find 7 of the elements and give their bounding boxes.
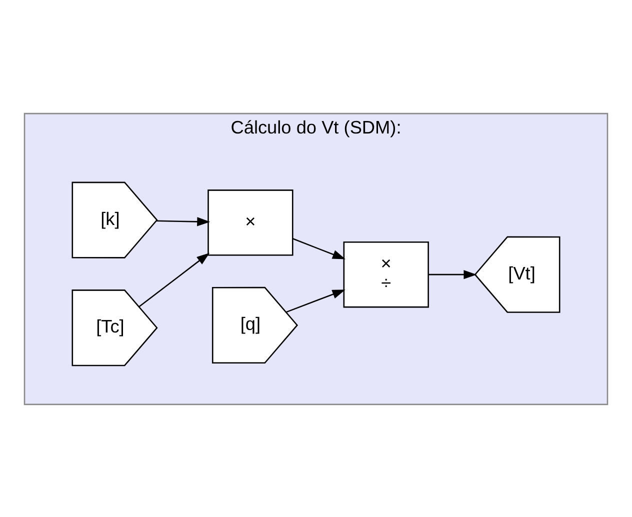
arrow <box>156 216 210 226</box>
arrow <box>428 270 477 279</box>
arrow <box>138 252 210 307</box>
node-box: × <box>208 189 294 256</box>
arrow <box>292 238 346 259</box>
arrow <box>286 289 346 312</box>
node-box: × ÷ <box>343 240 429 308</box>
